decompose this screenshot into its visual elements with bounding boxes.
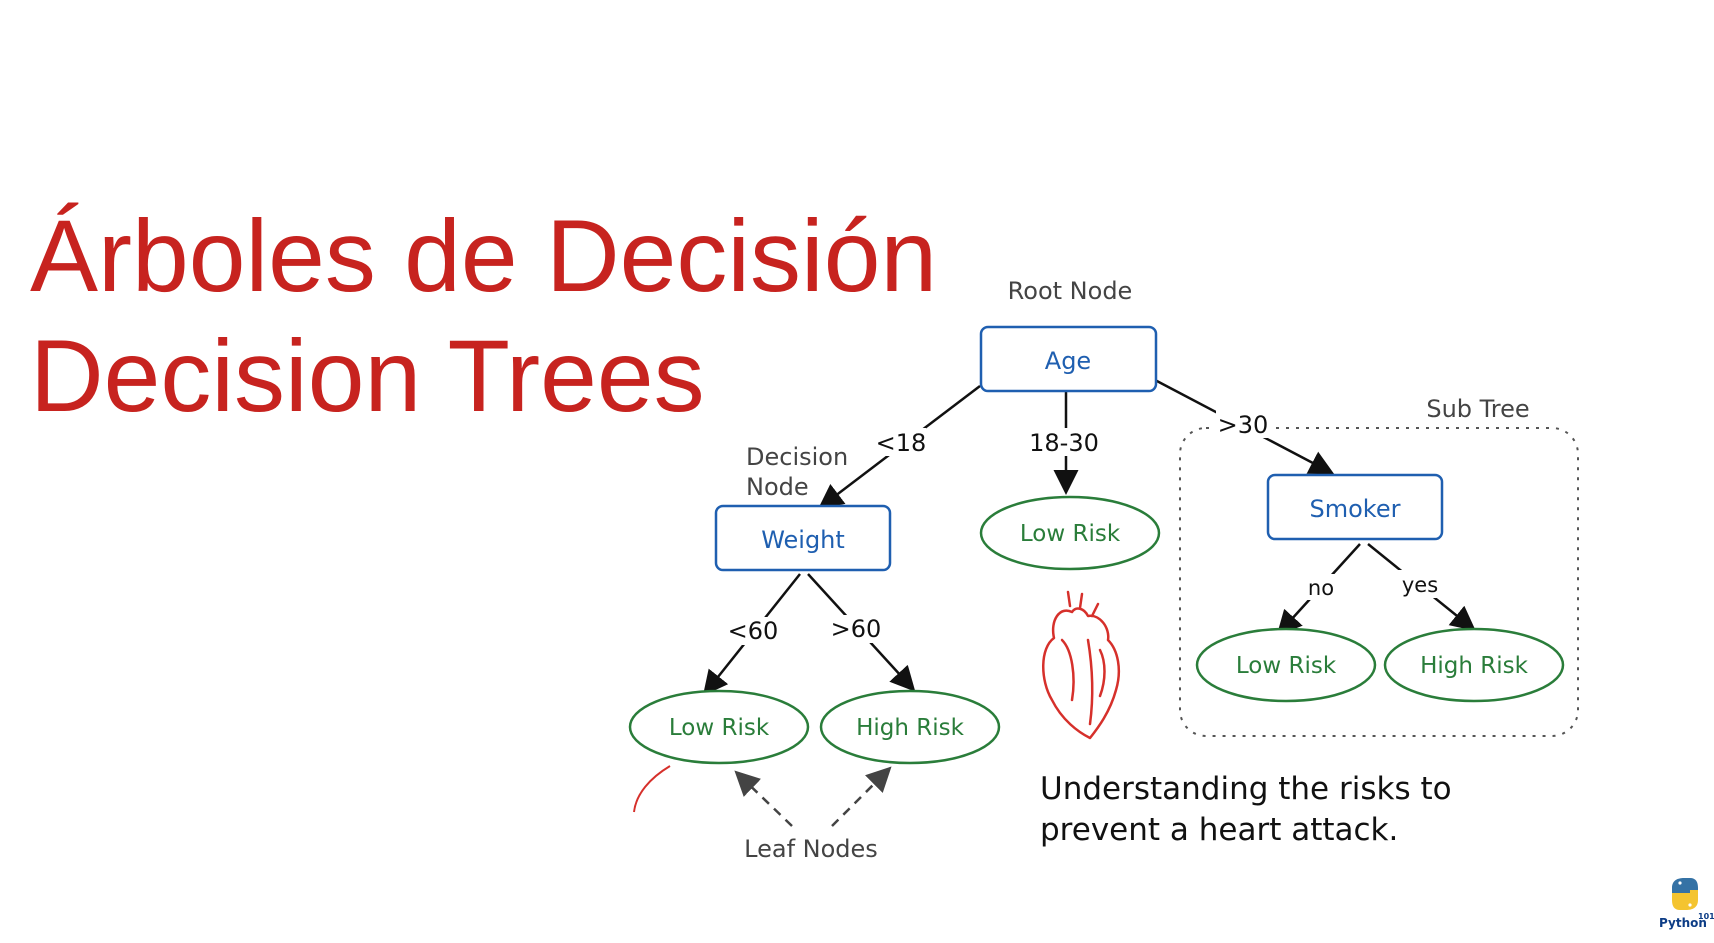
anatomical-heart-icon	[1042, 590, 1120, 740]
leaf-low-risk-mid	[979, 495, 1161, 571]
node-age-label: Age	[1045, 347, 1091, 375]
logo-superscript: 101	[1698, 912, 1714, 921]
leaf-arrow-right	[831, 766, 892, 827]
sub-tree-box	[1179, 427, 1579, 737]
leaf-low-risk-left	[628, 689, 810, 765]
node-weight-label: Weight	[761, 526, 845, 554]
leaf-low-risk-right-label: Low Risk	[1236, 653, 1337, 679]
leaf-high-risk-right-label: High Risk	[1420, 653, 1529, 679]
title-spanish: Árboles de Decisión	[30, 199, 938, 313]
node-smoker-label: Smoker	[1310, 495, 1401, 523]
root-node-caption: Root Node	[1008, 277, 1133, 305]
python-logo-icon	[1672, 878, 1698, 910]
caption-line2: prevent a heart attack.	[1040, 812, 1398, 848]
leaf-low-risk-right	[1195, 627, 1377, 703]
logo-text: Python	[1659, 916, 1707, 930]
leaf-low-risk-left-label: Low Risk	[669, 715, 770, 741]
edge-label-lt60: <60	[728, 617, 779, 645]
edge-label-gt60: >60	[831, 615, 882, 643]
node-smoker-box	[1266, 473, 1444, 541]
node-weight-box	[714, 504, 892, 572]
leaf-nodes-caption: Leaf Nodes	[744, 835, 878, 863]
edge-label-no: no	[1308, 576, 1334, 600]
leaf-high-risk-right	[1383, 627, 1565, 703]
leaf-high-risk-left	[819, 689, 1001, 765]
leaf-low-risk-mid-label: Low Risk	[1020, 521, 1121, 547]
edge-label-18-30: 18-30	[1029, 429, 1099, 457]
decision-node-caption-line2: Node	[746, 473, 809, 501]
leaf-arrow-left	[734, 770, 793, 827]
leaf-high-risk-left-label: High Risk	[856, 715, 965, 741]
annotation-stroke	[633, 765, 671, 813]
caption-line1: Understanding the risks to	[1040, 771, 1452, 807]
edge-label-lt18: <18	[876, 429, 927, 457]
sub-tree-caption: Sub Tree	[1426, 395, 1529, 423]
title-english: Decision Trees	[30, 319, 705, 433]
decision-node-caption-line1: Decision	[746, 443, 848, 471]
node-age-box	[979, 325, 1158, 393]
edge-label-gt30: >30	[1218, 411, 1269, 439]
edge-label-yes: yes	[1402, 573, 1438, 597]
